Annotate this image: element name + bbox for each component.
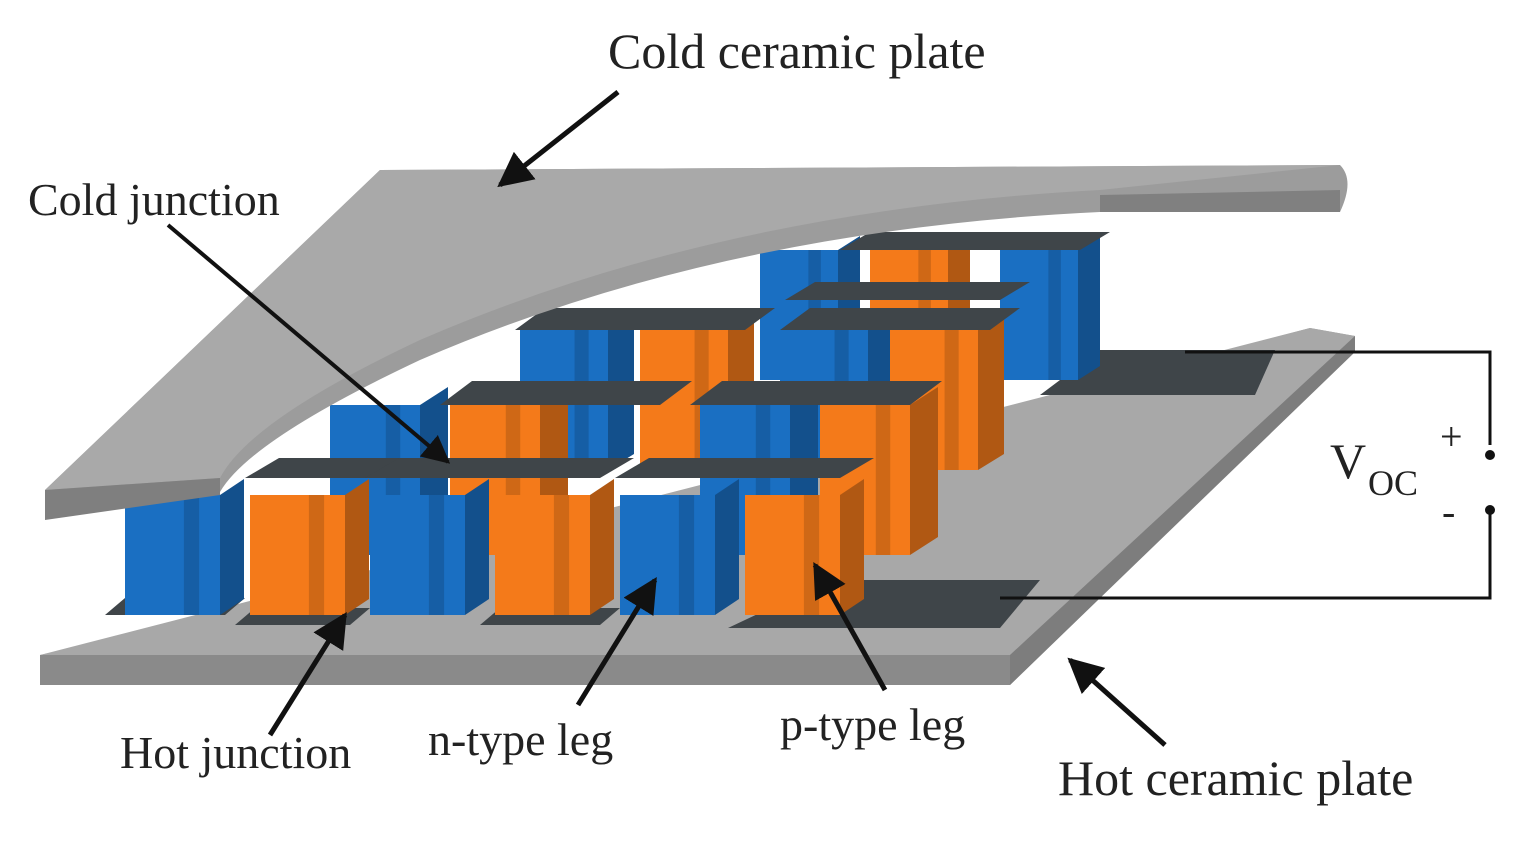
positive-terminal [1485,450,1495,460]
hot-plate-label: Hot ceramic plate [1058,750,1413,806]
cold-junction-strip [440,381,692,405]
cold-junction-strip [780,308,1020,330]
cold-junction-strip [615,458,874,478]
n-type-leg [620,479,739,615]
n-leg-label: n-type leg [428,714,613,765]
cold-plate-label: Cold ceramic plate [608,23,986,79]
cold-junction-label: Cold junction [28,174,280,225]
voltage-label: V OC + - [1330,414,1463,534]
hot-junction-arrow [267,612,348,737]
hot-plate-arrow [1067,657,1167,747]
minus-sign: - [1442,489,1455,534]
cold-junction-strip [785,282,1030,300]
external-circuit [1000,350,1495,600]
n-type-leg [125,479,244,615]
negative-terminal [1485,505,1495,515]
n-leg-arrow [575,577,658,707]
p-type-leg [495,479,614,615]
voltage-subscript: OC [1368,463,1418,503]
cold-ceramic-plate [45,165,1348,520]
hot-junction-label: Hot junction [120,727,351,778]
pointer-arrows [166,90,1167,747]
p-leg-label: p-type leg [780,699,965,750]
n-type-leg [370,479,489,615]
voltage-symbol: V [1330,433,1366,489]
p-type-leg [250,479,369,615]
cold-junction-strip [840,232,1110,250]
cold-junction-arrow [166,223,451,464]
cold-plate-arrow [497,90,620,188]
p-type-leg [745,479,864,615]
cold-junction-strip [690,381,942,405]
cold-junction-strip [365,458,634,478]
cold-junction-strip [515,308,775,330]
plus-sign: + [1440,414,1463,459]
p-leg-arrow [812,561,888,692]
